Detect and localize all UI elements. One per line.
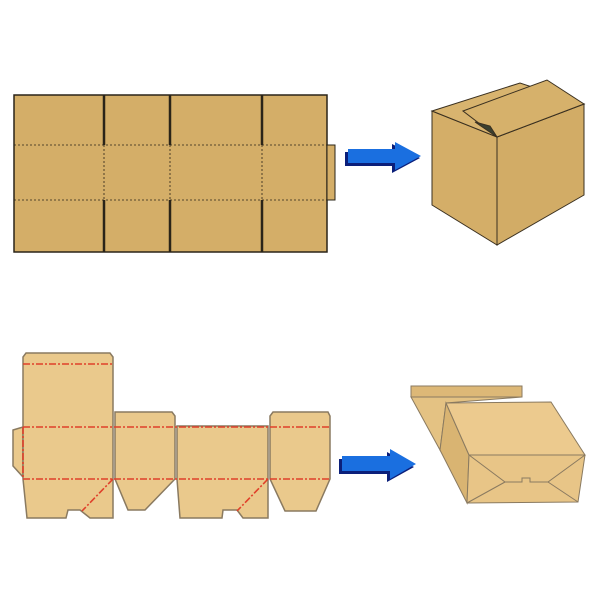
- slot-cuts: [102, 95, 264, 252]
- folded-tuck-box: [410, 385, 586, 505]
- back-flap: [410, 385, 523, 398]
- tuck-flap-outline: [468, 454, 586, 483]
- fold-line: [81, 478, 114, 512]
- fold-line: [236, 478, 269, 512]
- fold-lines: [22, 363, 330, 512]
- end-flap-lines: [466, 454, 586, 504]
- arrow-right-icon: [339, 449, 416, 482]
- panel-side-right: [269, 411, 331, 512]
- closed-carton-box: [430, 79, 586, 246]
- score-lines: [14, 144, 328, 201]
- arrow-right-icon: [345, 142, 421, 173]
- panel-side-left: [114, 411, 176, 511]
- flap-gap: [474, 121, 498, 138]
- crease-line: [466, 481, 506, 504]
- crease-line: [547, 481, 579, 503]
- panel-back: [176, 425, 269, 519]
- glue-tab: [326, 144, 336, 201]
- tuck-box-blank: [12, 352, 331, 519]
- box-end-face: [466, 454, 586, 504]
- slotted-carton-blank: [13, 94, 336, 253]
